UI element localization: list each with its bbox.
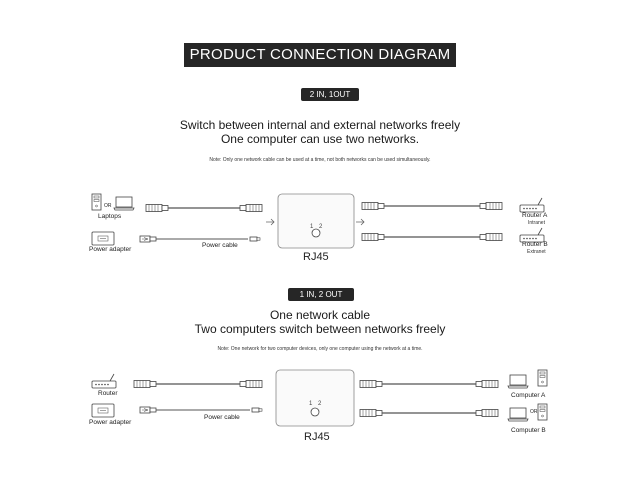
desktop-pc-icon <box>537 403 548 421</box>
section2-line2: Two computers switch between networks fr… <box>194 322 446 336</box>
arrow-icon <box>266 218 275 226</box>
router-a-label: Router A <box>522 212 548 219</box>
rj45-plug-icon <box>239 204 263 212</box>
rj45-plug-icon <box>475 409 499 417</box>
computer-b-label: Computer B <box>511 427 546 434</box>
diagram-title: PRODUCT CONNECTION DIAGRAM <box>184 43 456 67</box>
power-cable-label: Power cable <box>202 242 238 249</box>
router-icon <box>91 373 117 389</box>
usb-plug-icon <box>139 406 157 414</box>
rj45-plug-icon <box>133 380 157 388</box>
computer-a-label: Computer A <box>511 392 546 399</box>
router-label: Router <box>98 390 118 397</box>
router-b-sublabel: Extranet <box>527 249 546 255</box>
laptop-icon <box>113 196 135 211</box>
mini-usb-plug-icon <box>249 236 261 242</box>
or-label: OR <box>530 409 538 415</box>
switch-box <box>277 193 355 249</box>
laptop-icon <box>507 374 529 389</box>
rj45-plug-icon <box>359 409 383 417</box>
section1-badge: 2 IN, 1OUT <box>301 88 359 101</box>
svg-text:1: 1 <box>309 401 313 407</box>
router-b-icon <box>519 227 545 243</box>
svg-text:2: 2 <box>318 401 322 407</box>
mini-usb-plug-icon <box>251 407 263 413</box>
rj45-plug-icon <box>239 380 263 388</box>
rj45-plug-icon <box>359 380 383 388</box>
router-b-label: Router B <box>522 241 548 248</box>
laptop-icon <box>507 407 529 422</box>
section2-note: Note: One network for two computer devic… <box>217 346 423 352</box>
rj45-plug-icon <box>361 233 385 241</box>
desktop-pc-icon <box>91 193 102 211</box>
arrow-icon <box>356 218 365 226</box>
section1-note: Note: Only one network cable can be used… <box>209 157 431 163</box>
section1-line1: Switch between internal and external net… <box>179 118 461 132</box>
desktop-pc-icon <box>537 369 548 387</box>
switch-button-icon <box>311 228 321 238</box>
router-a-sublabel: Intranet <box>528 220 545 226</box>
switch-label: RJ45 <box>304 431 330 443</box>
rj45-plug-icon <box>479 202 503 210</box>
switch-button-icon <box>310 407 320 417</box>
or-label: OR <box>104 203 112 209</box>
section1-line2: One computer can use two networks. <box>220 132 420 146</box>
rj45-plug-icon <box>361 202 385 210</box>
rj45-plug-icon <box>475 380 499 388</box>
svg-text:2: 2 <box>319 224 323 230</box>
power-adapter-icon <box>91 231 115 246</box>
laptops-label: Laptops <box>98 213 122 220</box>
svg-text:1: 1 <box>310 224 314 230</box>
power-adapter-label: Power adapter <box>89 419 132 426</box>
power-cable-label: Power cable <box>204 414 240 421</box>
rj45-plug-icon <box>479 233 503 241</box>
rj45-plug-icon <box>145 204 169 212</box>
router-a-icon <box>519 197 545 213</box>
power-adapter-icon <box>91 403 115 418</box>
switch-label: RJ45 <box>303 251 329 263</box>
section2-badge: 1 IN, 2 OUT <box>288 288 354 301</box>
section2-line1: One network cable <box>269 308 371 322</box>
switch-box <box>275 369 355 427</box>
power-adapter-label: Power adapter <box>89 246 132 253</box>
usb-plug-icon <box>139 235 157 243</box>
